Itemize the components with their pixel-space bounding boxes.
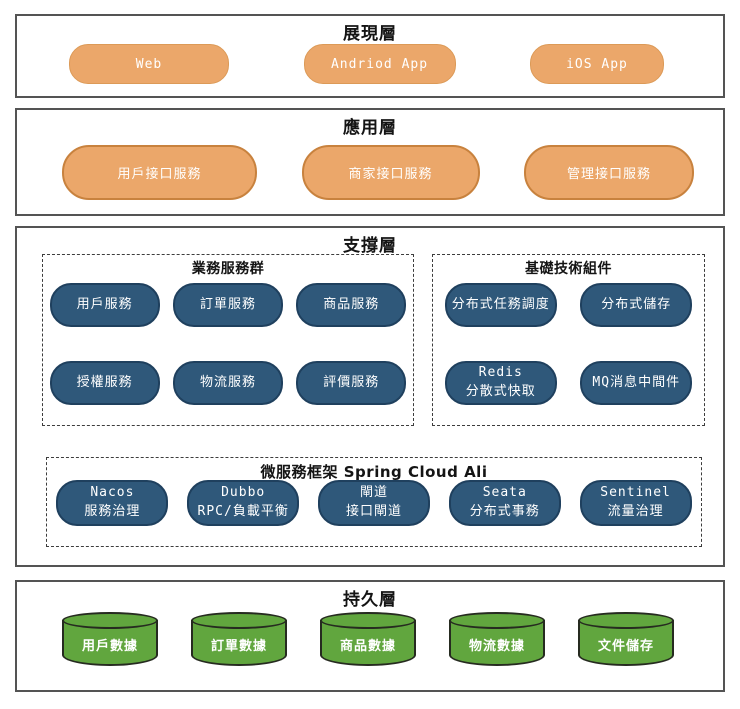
node-web-label: Web <box>135 56 163 72</box>
basic-tech-row-1: 分布式任務調度 分布式儲存 <box>433 283 704 327</box>
application-node-row: 用戶接口服務 商家接口服務 管理接口服務 <box>17 145 723 200</box>
db-user-data: 用戶數據 <box>62 612 158 666</box>
node-merchant-interface-service: 商家接口服務 <box>301 145 480 200</box>
layer-persistence: 持久層 用戶數據 訂單數據 商品數據 物流數據 <box>15 580 725 692</box>
db-file-storage-label: 文件儲存 <box>597 639 654 654</box>
node-android-app-label: Andriod App <box>330 56 429 72</box>
node-logistics-service: 物流服務 <box>172 361 283 405</box>
node-seata-label: Seata 分布式事務 <box>470 484 540 522</box>
node-gateway-line2: 接口閘道 <box>345 504 402 519</box>
node-ios-app: iOS App <box>530 44 664 84</box>
node-gateway-label: 閘道 接口閘道 <box>346 484 402 522</box>
node-seata-line2: 分布式事務 <box>469 504 540 519</box>
node-redis-cache-label: Redis 分散式快取 <box>466 364 536 402</box>
node-dubbo-line1: Dubbo <box>221 485 266 501</box>
node-review-service: 評價服務 <box>296 361 407 405</box>
db-cylinder-top <box>578 612 674 629</box>
layer-persistence-title: 持久層 <box>343 590 397 610</box>
node-redis-cache-line1: Redis <box>478 365 523 381</box>
node-redis-cache: Redis 分散式快取 <box>444 361 557 405</box>
node-sentinel-line1: Sentinel <box>600 485 671 501</box>
group-microservice-framework-title: 微服務框架 Spring Cloud Ali <box>260 463 488 481</box>
node-dubbo-line2: RPC/負載平衡 <box>197 504 289 519</box>
node-gateway: 閘道 接口閘道 <box>317 480 430 526</box>
basic-tech-row-2: Redis 分散式快取 MQ消息中間件 <box>433 361 704 405</box>
node-dubbo-label: Dubbo RPC/負載平衡 <box>198 484 289 522</box>
node-distributed-storage: 分布式儲存 <box>580 283 693 327</box>
node-gateway-line1: 閘道 <box>359 485 388 501</box>
db-logistics-data-label: 物流數據 <box>468 639 525 654</box>
node-android-app: Andriod App <box>303 44 456 84</box>
node-product-service-label: 商品服務 <box>323 297 380 313</box>
db-cylinder-top <box>62 612 158 629</box>
node-merchant-interface-service-label: 商家接口服務 <box>348 167 433 182</box>
persistence-node-row: 用戶數據 訂單數據 商品數據 物流數據 文件儲存 <box>17 612 723 666</box>
node-user-interface-service: 用戶接口服務 <box>62 145 257 200</box>
group-basic-tech-title: 基礎技術組件 <box>525 261 612 277</box>
node-nacos-line1: Nacos <box>90 485 135 501</box>
layer-presentation-title: 展現層 <box>343 24 397 44</box>
node-admin-interface-service-label: 管理接口服務 <box>566 167 651 182</box>
node-nacos: Nacos 服務治理 <box>56 480 169 526</box>
business-services-row-1: 用戶服務 訂單服務 商品服務 <box>43 283 413 327</box>
node-seata-line1: Seata <box>482 485 527 501</box>
db-cylinder-top <box>449 612 545 629</box>
group-business-services: 業務服務群 用戶服務 訂單服務 商品服務 授權服務 物流服務 <box>42 254 414 426</box>
db-cylinder-top <box>191 612 287 629</box>
node-mq-middleware-label: MQ消息中間件 <box>592 375 681 391</box>
layer-application-title: 應用層 <box>343 118 397 138</box>
db-product-data-label: 商品數據 <box>339 639 396 654</box>
db-order-data: 訂單數據 <box>191 612 287 666</box>
node-order-service: 訂單服務 <box>172 283 283 327</box>
layer-support: 支撐層 業務服務群 用戶服務 訂單服務 商品服務 授權服務 物 <box>15 226 725 567</box>
microservice-framework-row: Nacos 服務治理 Dubbo RPC/負載平衡 閘道 接口閘道 <box>47 480 701 526</box>
node-seata: Seata 分布式事務 <box>448 480 561 526</box>
node-product-service: 商品服務 <box>296 283 407 327</box>
node-distributed-storage-label: 分布式儲存 <box>601 297 672 313</box>
node-admin-interface-service: 管理接口服務 <box>524 145 694 200</box>
node-web: Web <box>69 44 229 84</box>
db-file-storage: 文件儲存 <box>578 612 674 666</box>
node-auth-service: 授權服務 <box>49 361 160 405</box>
db-logistics-data: 物流數據 <box>449 612 545 666</box>
group-basic-tech-components: 基礎技術組件 分布式任務調度 分布式儲存 Redis 分散式快取 MQ消息中間件 <box>432 254 705 426</box>
node-sentinel-label: Sentinel 流量治理 <box>600 484 671 522</box>
node-auth-service-label: 授權服務 <box>76 375 133 391</box>
node-user-service-label: 用戶服務 <box>76 297 133 313</box>
db-product-data: 商品數據 <box>320 612 416 666</box>
node-ios-app-label: iOS App <box>566 56 628 72</box>
db-user-data-label: 用戶數據 <box>81 639 138 654</box>
presentation-node-row: Web Andriod App iOS App <box>17 44 723 84</box>
node-nacos-label: Nacos 服務治理 <box>84 484 140 522</box>
db-cylinder-top <box>320 612 416 629</box>
business-services-row-2: 授權服務 物流服務 評價服務 <box>43 361 413 405</box>
node-nacos-line2: 服務治理 <box>84 504 141 519</box>
layer-application: 應用層 用戶接口服務 商家接口服務 管理接口服務 <box>15 108 725 216</box>
node-logistics-service-label: 物流服務 <box>199 375 256 391</box>
node-sentinel-line2: 流量治理 <box>607 504 664 519</box>
node-order-service-label: 訂單服務 <box>199 297 256 313</box>
node-sentinel: Sentinel 流量治理 <box>579 480 692 526</box>
node-user-interface-service-label: 用戶接口服務 <box>117 167 202 182</box>
node-distributed-task-scheduling-label: 分布式任務調度 <box>451 297 550 313</box>
node-distributed-task-scheduling: 分布式任務調度 <box>444 283 557 327</box>
layer-presentation: 展現層 Web Andriod App iOS App <box>15 14 725 98</box>
node-user-service: 用戶服務 <box>49 283 160 327</box>
node-review-service-label: 評價服務 <box>323 375 380 391</box>
layer-support-title: 支撐層 <box>343 236 397 256</box>
node-dubbo: Dubbo RPC/負載平衡 <box>187 480 300 526</box>
node-mq-middleware: MQ消息中間件 <box>580 361 693 405</box>
group-microservice-framework: 微服務框架 Spring Cloud Ali Nacos 服務治理 Dubbo … <box>46 457 702 547</box>
group-business-services-title: 業務服務群 <box>191 261 265 277</box>
db-cylinder-body <box>578 620 674 666</box>
node-redis-cache-line2: 分散式快取 <box>465 384 536 399</box>
db-order-data-label: 訂單數據 <box>210 639 267 654</box>
